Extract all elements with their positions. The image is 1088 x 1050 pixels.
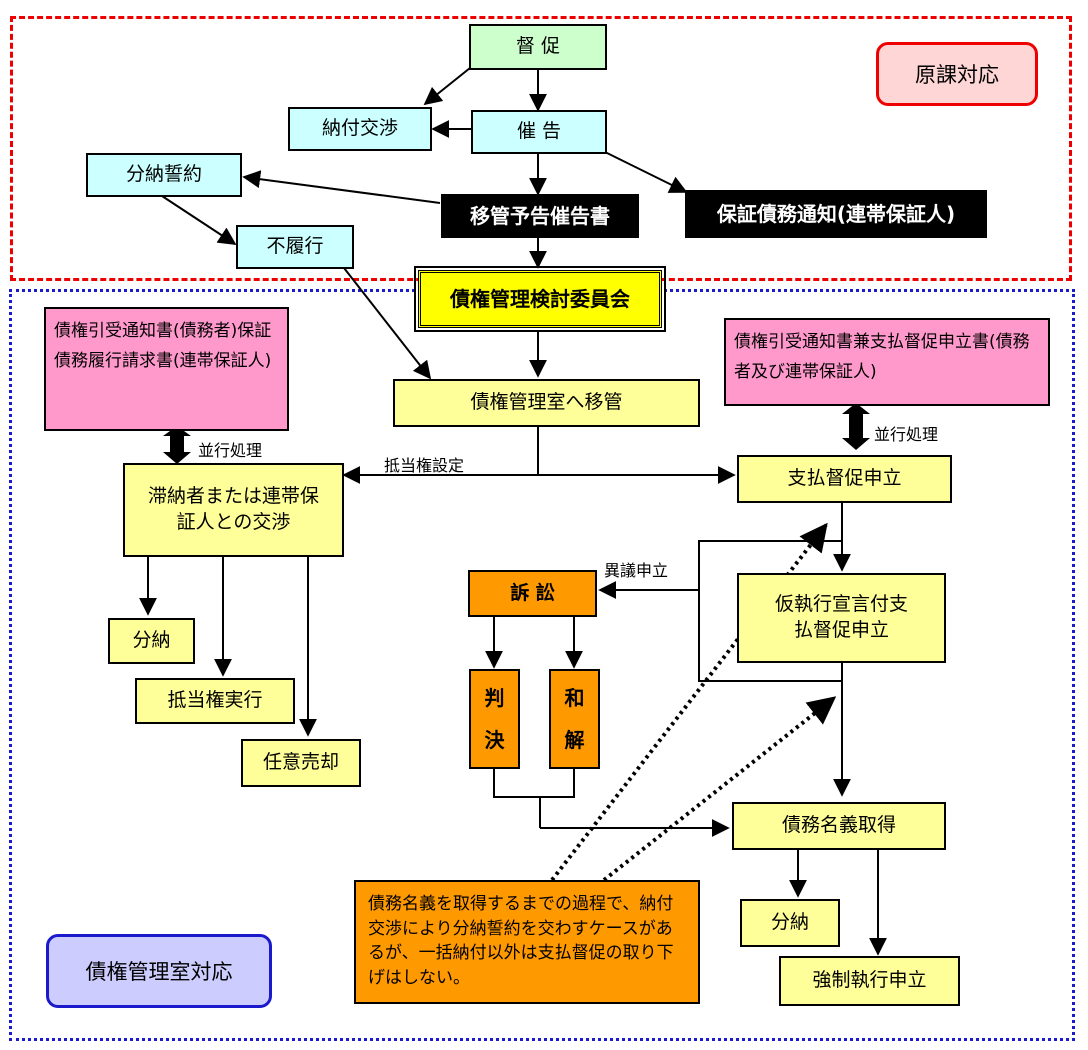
node-kousho: 滞納者または連帯保証人との交渉 (123, 463, 344, 557)
label-igi: 異議申立 (604, 561, 669, 580)
node-tokusoku: 督 促 (469, 24, 607, 70)
arrow-saikoku-hosho (604, 151, 688, 193)
node-ikan-yokoku: 移管予告催告書 (441, 194, 639, 238)
node-hosho-tsuchi: 保証債務通知(連帯保証人) (685, 190, 987, 238)
label-heikou-left: 並行処理 (198, 441, 263, 460)
node-sosho: 訴 訟 (468, 570, 597, 617)
label-teitouken-settei: 抵当権設定 (384, 456, 465, 475)
arrow-tokusoku-noufu (423, 67, 471, 106)
node-kyousei-shikkou: 強制執行申立 (779, 956, 960, 1006)
arrow-ikan-bunnou (242, 170, 441, 204)
arrow-furikou-transfer (343, 267, 432, 380)
badge-debt-room: 債権管理室対応 (46, 934, 272, 1008)
badge-original-dept: 原課対応 (876, 42, 1038, 106)
node-kari-shikkou: 仮執行宣言付支払督促申立 (737, 573, 946, 663)
node-hanketsu: 判決 (469, 669, 520, 769)
node-bunnou-right: 分納 (740, 899, 840, 947)
node-ikan: 債権管理室へ移管 (393, 379, 700, 427)
node-right-notice: 債権引受通知書兼支払督促申立書(債務者及び連帯保証人) (724, 318, 1050, 406)
node-teitouken-jikkou: 抵当権実行 (135, 678, 295, 724)
node-bunnou-seiyaku: 分納誓約 (86, 153, 242, 197)
note-box: 債務名義を取得するまでの過程で、納付交渉により分納誓約を交わすケースがあるが、一… (354, 880, 700, 1004)
node-saimu-meigi: 債務名義取得 (732, 802, 946, 850)
node-iinkai: 債権管理検討委員会 (414, 266, 666, 332)
label-heikou-right: 並行処理 (874, 425, 939, 444)
node-left-notice: 債権引受通知書(債務者)保証債務履行請求書(連帯保証人) (44, 307, 289, 431)
node-furikou: 不履行 (236, 225, 354, 269)
node-shiharai-tokusoku: 支払督促申立 (737, 455, 952, 503)
node-saikoku: 催 告 (471, 110, 607, 154)
node-noufu-kousho: 納付交渉 (288, 107, 432, 151)
node-wakai: 和解 (549, 669, 600, 769)
arrow-bunnou-furikou (161, 195, 237, 245)
node-bunnou-left: 分納 (108, 618, 195, 664)
node-nini-baikyaku: 任意売却 (241, 739, 361, 787)
